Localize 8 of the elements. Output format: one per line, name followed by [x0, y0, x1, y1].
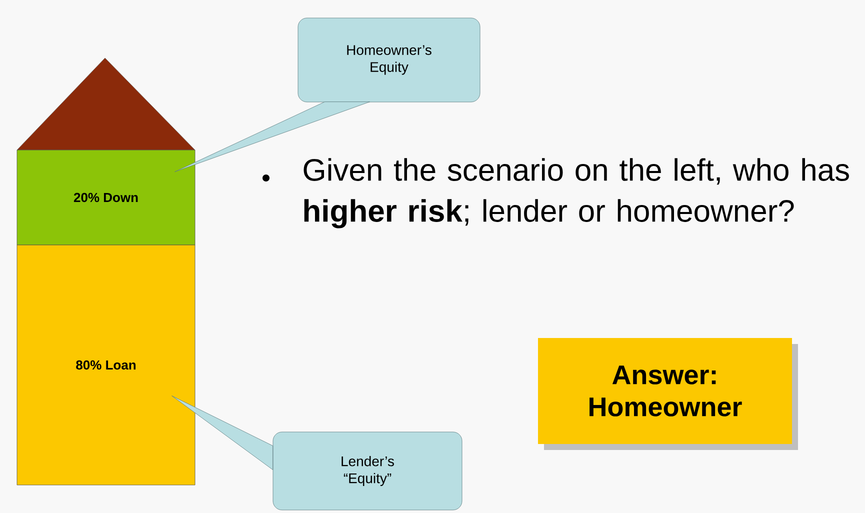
speech-bubble: Homeowner’s Equity	[298, 18, 480, 102]
answer-box: Answer: Homeowner	[538, 338, 792, 444]
down-payment-box: 20% Down	[16, 150, 196, 246]
question-text: Given the scenario on the left, who has higher risk; lender or homeowner?	[304, 158, 849, 228]
loan-box: 80% Loan	[16, 244, 196, 486]
speech-bubble: Lender’s “Equity”	[272, 432, 462, 510]
callout-pointer	[172, 396, 273, 470]
callout-pointer	[174, 102, 370, 172]
